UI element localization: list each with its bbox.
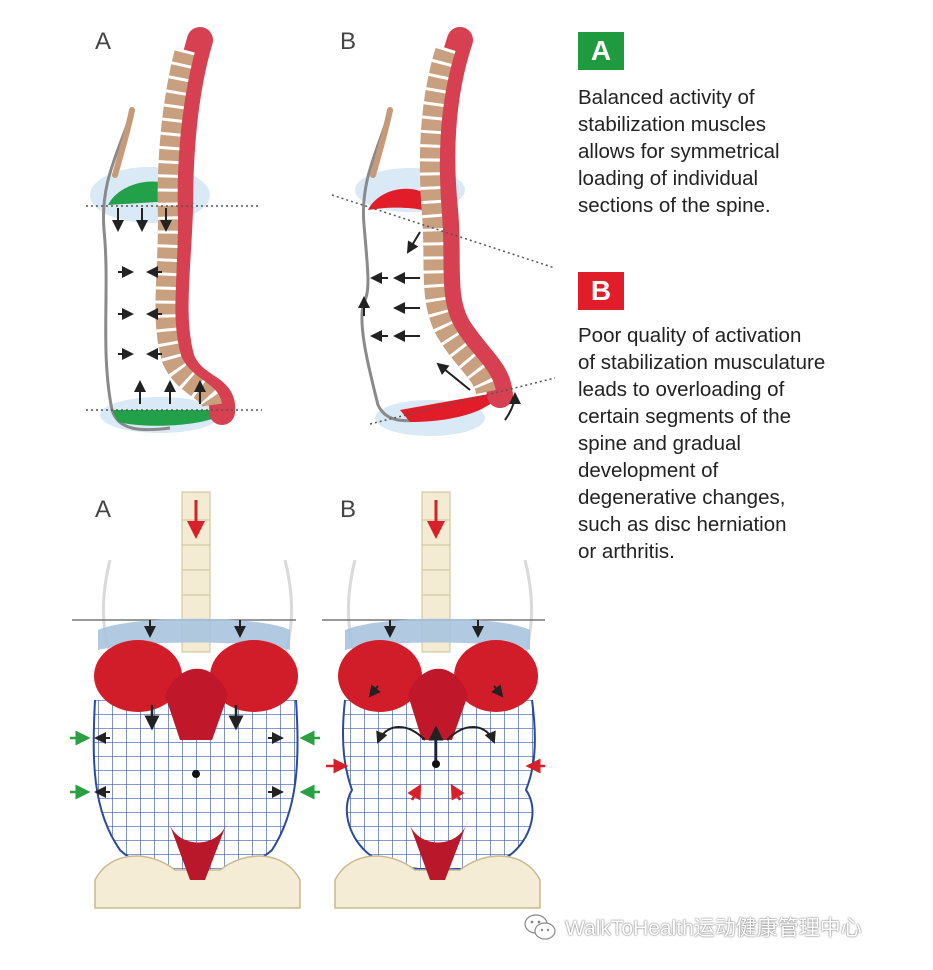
panel-label-top-a: A xyxy=(95,28,112,55)
frontal-view-balanced xyxy=(70,491,320,909)
legend-a-line: loading of individual xyxy=(578,167,759,190)
legend-b-line: or arthritis. xyxy=(578,540,675,563)
watermark: WalkToHealth运动健康管理中心 xyxy=(523,912,862,942)
legend-text-b: Poor quality of activation of stabilizat… xyxy=(578,322,878,565)
panel-label-top-b: B xyxy=(340,28,357,55)
legend-a-line: sections of the spine. xyxy=(578,194,771,217)
legend-text-a: Balanced activity of stabilization muscl… xyxy=(578,84,878,219)
legend-b-line: such as disc herniation xyxy=(578,513,787,536)
watermark-text: WalkToHealth运动健康管理中心 xyxy=(565,917,862,940)
legend-b-line: Poor quality of activation xyxy=(578,324,802,347)
legend-a-line: stabilization muscles xyxy=(578,113,766,136)
legend-badge-a: A xyxy=(578,32,624,70)
wechat-icon xyxy=(524,914,556,940)
legend-b-line: of stabilization musculature xyxy=(578,351,826,374)
sagittal-view-poor xyxy=(331,27,556,436)
legend-b-line: degenerative changes, xyxy=(578,486,786,509)
legend-b-line: spine and gradual xyxy=(578,432,741,455)
legend-a-line: allows for symmetrical xyxy=(578,140,780,163)
legend-b-line: leads to overloading of xyxy=(578,378,785,401)
frontal-view-poor xyxy=(322,491,545,909)
legend-b-line: development of xyxy=(578,459,719,482)
panel-label-bottom-b: B xyxy=(340,496,357,523)
legend-badge-b: B xyxy=(578,272,624,310)
legend-b-line: certain segments of the xyxy=(578,405,792,428)
panel-label-bottom-a: A xyxy=(95,496,112,523)
legend-a-line: Balanced activity of xyxy=(578,86,755,109)
sagittal-view-balanced xyxy=(86,27,262,433)
